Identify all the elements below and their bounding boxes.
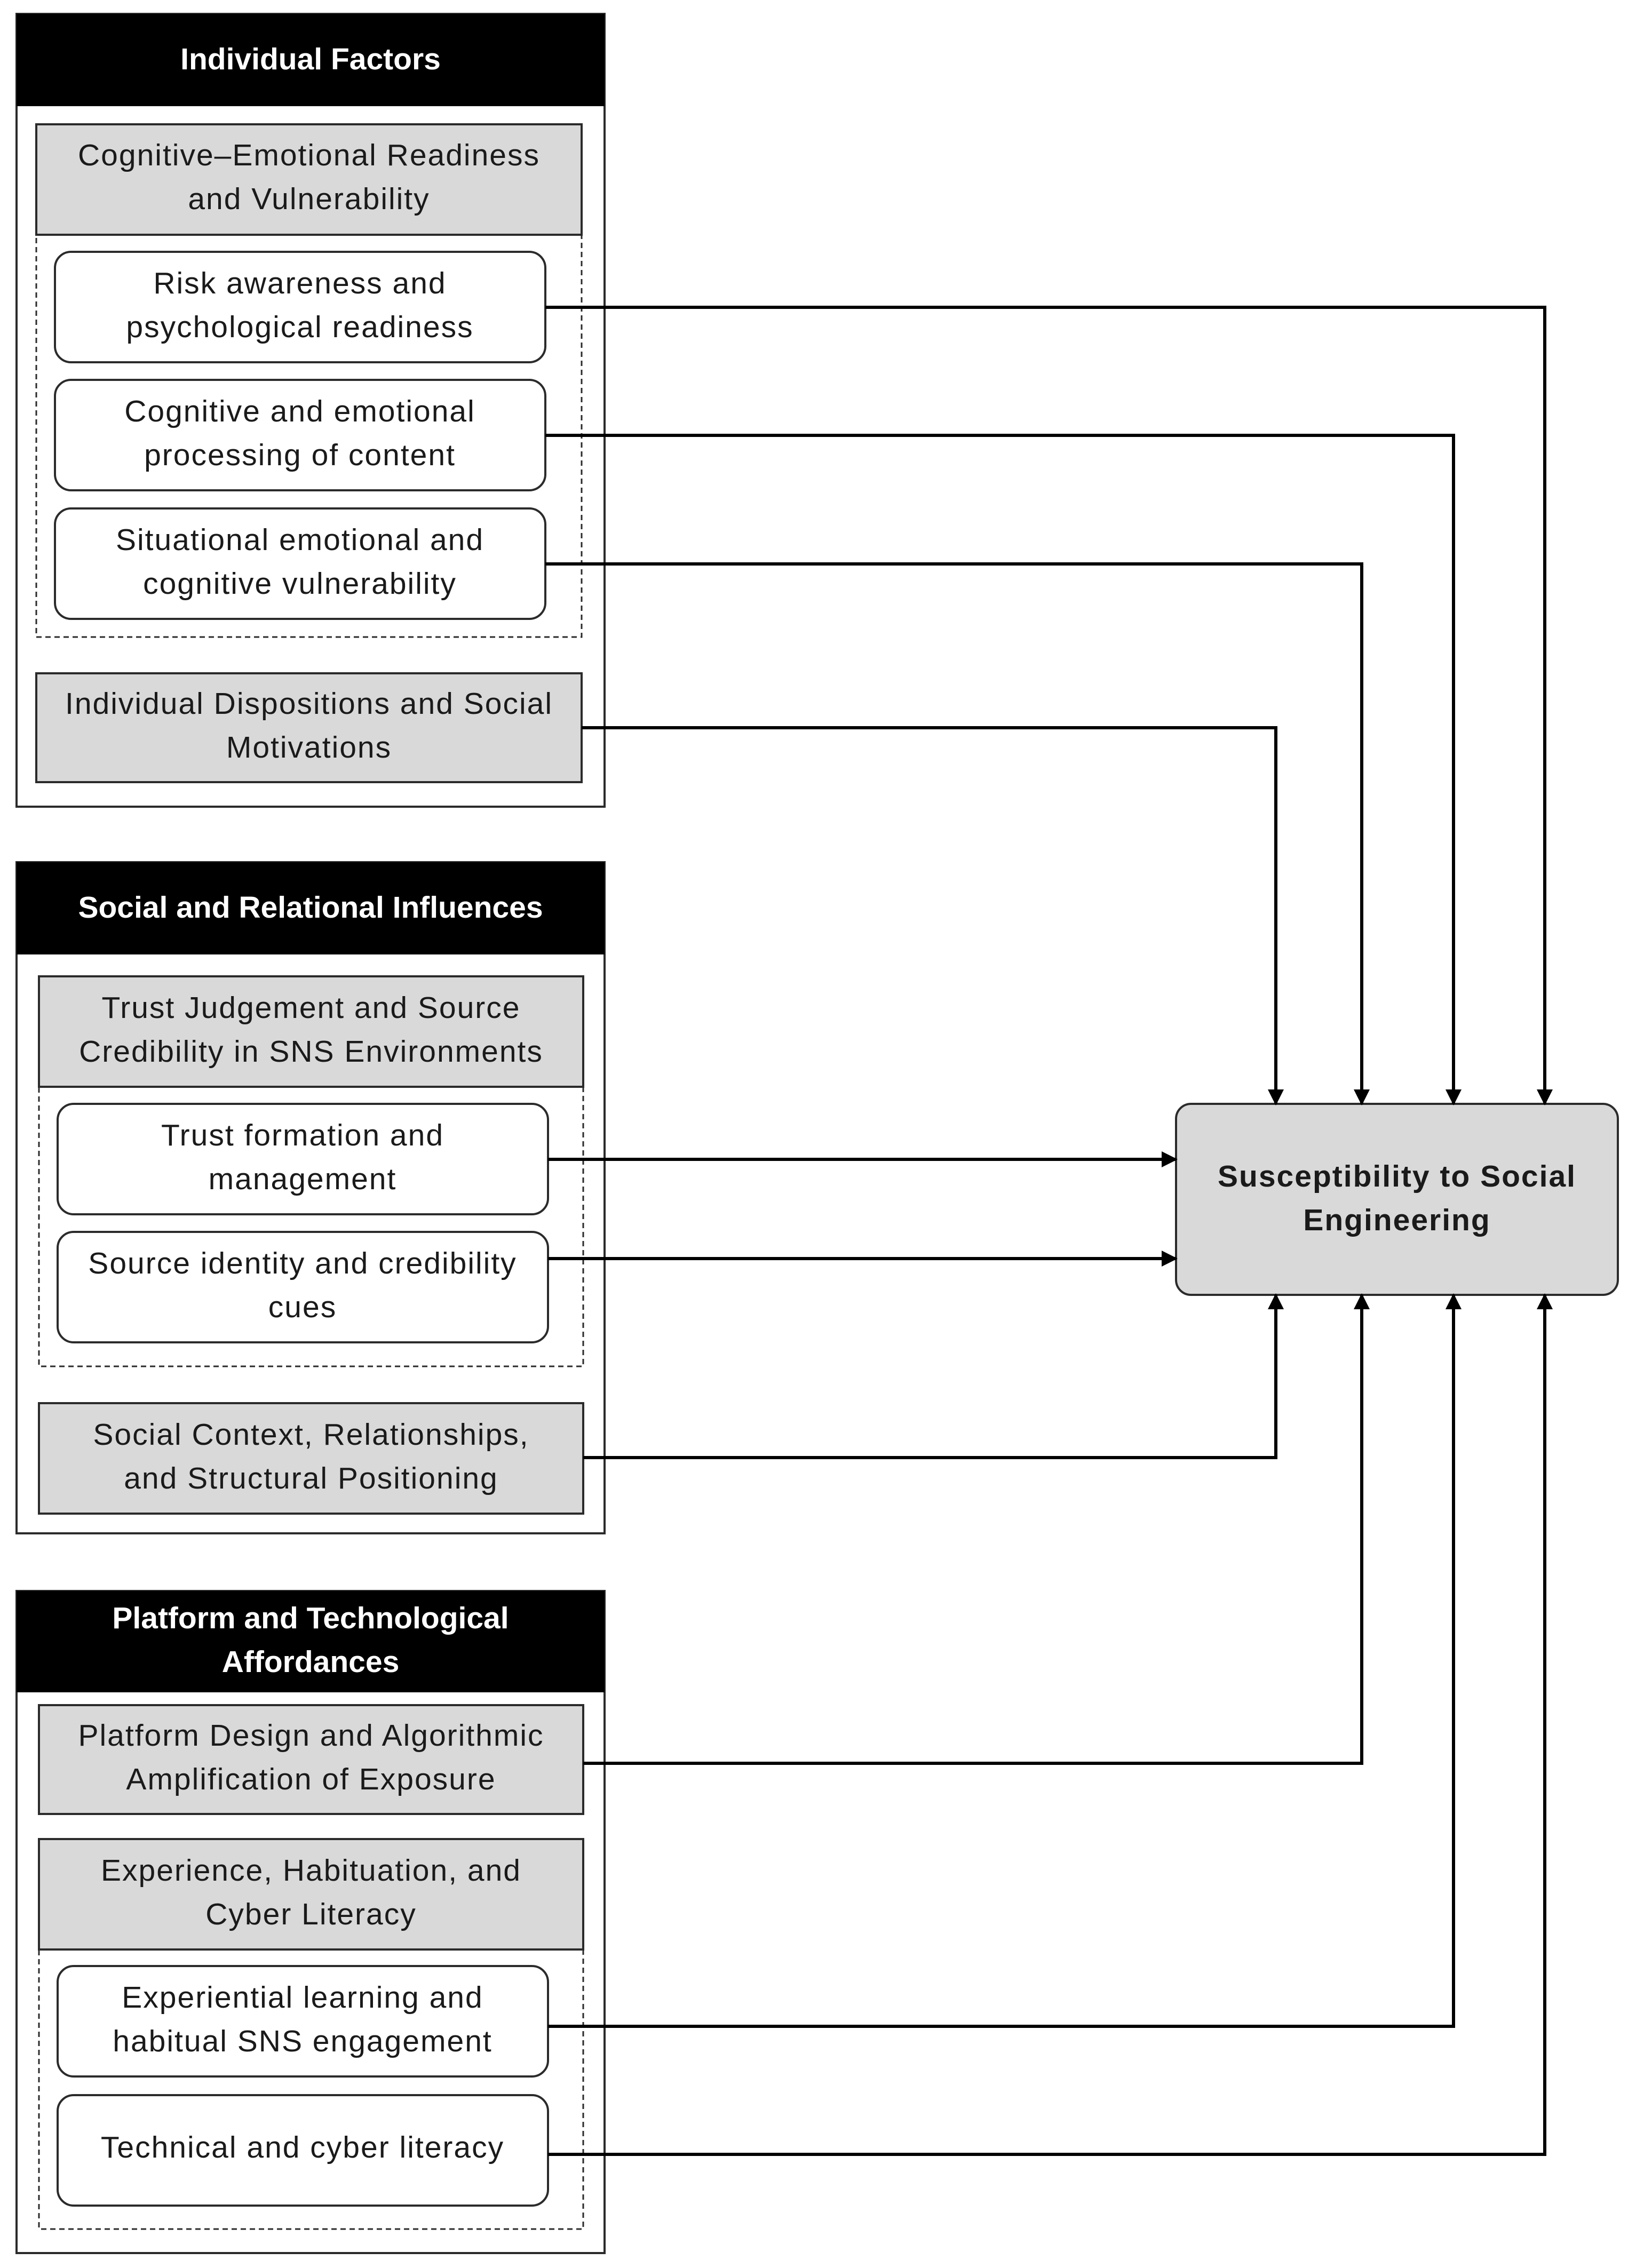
social-context-label: Social Context, Relationships, and Struct… <box>93 1418 529 1495</box>
label-line: Source identity and credibility <box>88 1246 517 1280</box>
experiential-learning-factor <box>57 1965 549 2078</box>
label-line: Individual Factors <box>180 42 441 76</box>
individual-factors-title: Individual Factors <box>180 42 441 76</box>
cognitive-emotional-label: Cognitive–Emotional Readiness and Vulnera… <box>78 138 540 216</box>
dispositions-category <box>35 672 583 783</box>
source-identity-factor <box>57 1231 549 1343</box>
social-influences-header <box>17 862 605 954</box>
label-line: management <box>209 1162 397 1196</box>
label-line: processing of content <box>144 438 456 472</box>
connector-experiential-learning <box>548 1293 1462 2028</box>
technical-literacy-label: Technical and cyber literacy <box>101 2130 504 2164</box>
label-line: Affordances <box>222 1645 400 1679</box>
label-line: Risk awareness and <box>153 266 446 300</box>
platform-design-category <box>38 1704 584 1815</box>
label-line: Engineering <box>1303 1203 1490 1237</box>
label-line: Cognitive–Emotional Readiness <box>78 138 540 172</box>
social-influences-title: Social and Relational Influences <box>78 890 543 925</box>
label-line: psychological readiness <box>126 310 473 344</box>
experience-category <box>38 1838 584 1951</box>
situational-label: Situational emotional and cognitive vulne… <box>116 523 484 601</box>
label-line: Motivations <box>226 730 392 765</box>
cognitive-emotional-category <box>35 123 583 236</box>
source-identity-label: Source identity and credibility cues <box>88 1246 517 1324</box>
label-line: Experience, Habituation, and <box>101 1853 521 1888</box>
connector-technical-literacy <box>548 1293 1553 2156</box>
trust-judgement-subgroup <box>38 1086 584 1367</box>
connector-platform-design <box>583 1293 1370 1765</box>
social-context-category <box>38 1402 584 1515</box>
individual-factors-group: Individual Factors Cognitive–Emotional R… <box>15 13 606 808</box>
label-line: cognitive vulnerability <box>143 567 457 601</box>
connector-risk-awareness <box>545 306 1553 1105</box>
connector-dispositions <box>582 726 1284 1105</box>
platform-affordances-header <box>17 1591 605 1692</box>
connector-social-context <box>583 1293 1284 1459</box>
label-line: Trust Judgement and Source <box>102 991 521 1025</box>
cognitive-processing-label: Cognitive and emotional processing of con… <box>124 394 475 472</box>
label-line: habitual SNS engagement <box>113 2024 492 2058</box>
connector-situational <box>545 562 1370 1105</box>
social-influences-group: Social and Relational Influences Trust J… <box>15 861 606 1534</box>
susceptibility-box <box>1175 1103 1619 1296</box>
technical-literacy-factor <box>57 2094 549 2207</box>
risk-awareness-label: Risk awareness and psychological readines… <box>126 266 473 344</box>
label-line: Trust formation and <box>161 1118 444 1152</box>
trust-formation-label: Trust formation and management <box>161 1118 444 1196</box>
label-line: and Vulnerability <box>188 182 430 216</box>
individual-factors-header <box>17 14 605 106</box>
experiential-learning-label: Experiential learning and habitual SNS en… <box>113 1980 492 2058</box>
connector-cognitive-processing <box>545 434 1462 1105</box>
trust-judgement-category <box>38 975 584 1088</box>
label-line: Technical and cyber literacy <box>101 2130 504 2164</box>
label-line: Social and Relational Influences <box>78 890 543 925</box>
label-line: Platform and Technological <box>112 1601 509 1635</box>
label-line: Individual Dispositions and Social <box>65 687 553 721</box>
label-line: Experiential learning and <box>122 1980 483 2015</box>
label-line: and Structural Positioning <box>124 1461 498 1495</box>
label-line: Situational emotional and <box>116 523 484 557</box>
label-line: Social Context, Relationships, <box>93 1418 529 1452</box>
label-line: Amplification of Exposure <box>126 1762 496 1796</box>
connectors <box>545 306 1553 2156</box>
label-line: Cyber Literacy <box>205 1897 416 1931</box>
label-line: Credibility in SNS Environments <box>79 1034 543 1069</box>
experience-subgroup <box>38 1948 584 2230</box>
label-line: Susceptibility to Social <box>1218 1159 1576 1193</box>
label-line: Platform Design and Algorithmic <box>78 1718 544 1753</box>
label-line: cues <box>268 1290 337 1324</box>
label-line: Cognitive and emotional <box>124 394 475 428</box>
